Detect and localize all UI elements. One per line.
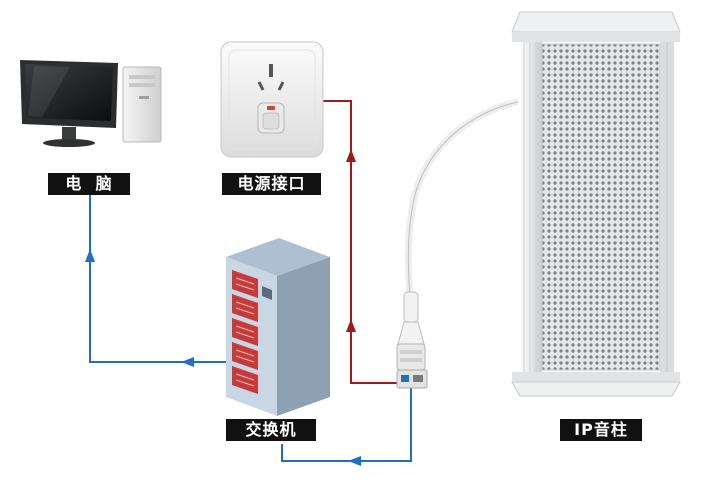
ip-column-speaker-icon xyxy=(511,11,681,397)
power-outlet-icon xyxy=(220,41,324,158)
power-arrows xyxy=(346,149,356,332)
power-outlet-label: 电源接口 xyxy=(222,173,321,195)
network-arrow-to-switch xyxy=(348,456,361,466)
network-switch-icon xyxy=(226,238,330,416)
computer-label: 电 脑 xyxy=(48,173,130,195)
network-line-speaker-to-switch xyxy=(281,388,412,462)
speaker-cable xyxy=(396,98,522,389)
desktop-computer-icon xyxy=(20,60,162,147)
power-line-speaker-to-outlet xyxy=(323,100,397,384)
network-arrow-to-computer xyxy=(85,249,194,367)
ip-speaker-label: IP音柱 xyxy=(560,419,642,441)
switch-label: 交换机 xyxy=(226,419,316,441)
network-line-switch-to-computer xyxy=(89,195,228,363)
